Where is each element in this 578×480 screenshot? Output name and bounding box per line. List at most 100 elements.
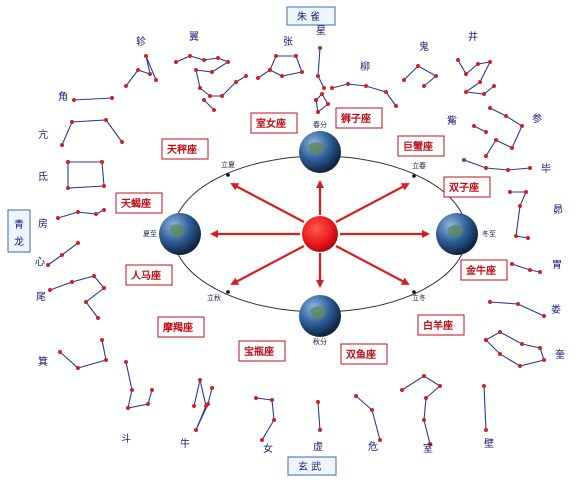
- star-kang-3: [120, 140, 124, 144]
- zodiac-juxie: 巨蟹座: [403, 140, 433, 153]
- earth-bottom: [299, 295, 341, 337]
- mansion-zhang: 张: [283, 36, 293, 48]
- star-kang-0: [60, 143, 64, 147]
- star-kui-4: [542, 358, 546, 362]
- constellation-yi: [175, 55, 247, 97]
- guardian-south: 朱 雀: [297, 11, 320, 23]
- earth-right: [436, 213, 478, 255]
- constellation-di: [67, 161, 105, 189]
- star-kui-7: [484, 338, 488, 342]
- star-lou-1: [516, 302, 520, 306]
- star-xu-0: [316, 400, 320, 404]
- star-jing-3: [488, 60, 492, 64]
- ray-southeast: [335, 245, 410, 285]
- zodiac-shuangyu: 双鱼座: [346, 348, 376, 361]
- constellation-jiao: [73, 97, 113, 101]
- star-shen-3: [510, 146, 514, 150]
- star-wei-4: [84, 300, 88, 304]
- constellation-kang: [61, 119, 123, 146]
- star-niu-3: [194, 428, 198, 432]
- star-zhen-0: [124, 84, 128, 88]
- constellation-xing: [317, 47, 325, 89]
- star-wei3-1: [528, 268, 532, 272]
- star-yi-3: [216, 56, 220, 60]
- mansion-kui: 奎: [555, 348, 565, 361]
- earth-top: [299, 131, 341, 173]
- star-zhang-3: [294, 54, 298, 58]
- star-xin-1: [60, 253, 64, 257]
- star-fang-2: [94, 212, 98, 216]
- star-mao-3: [514, 234, 518, 238]
- star-xin-2: [76, 241, 80, 245]
- star-yi2-0: [202, 98, 206, 102]
- mansion-bi: 壁: [484, 437, 494, 450]
- guardian-east-2: 龙: [14, 235, 24, 248]
- mansion-di: 氐: [38, 171, 48, 183]
- zodiac-tiancheng: 天秤座: [167, 143, 197, 156]
- star-shi-5: [428, 442, 432, 446]
- star-jing-5: [464, 90, 468, 94]
- ray-northwest: [230, 183, 305, 223]
- mansion-gui: 鬼: [419, 40, 429, 53]
- star-bi2-2: [506, 168, 510, 172]
- constellation-shi: [401, 375, 441, 445]
- star-mao-4: [526, 236, 530, 240]
- star-xing-1: [316, 74, 320, 78]
- star-wei2-2: [378, 438, 382, 442]
- guardian-north-box: [287, 456, 337, 476]
- star-nv-0: [254, 396, 258, 400]
- mansion-wei: 尾: [36, 291, 46, 303]
- constellation-dou: [125, 361, 153, 409]
- mansion-bi2: 毕: [541, 162, 551, 175]
- star-mao-0: [508, 190, 512, 194]
- star-xu-1: [318, 428, 322, 432]
- star-shen-4: [494, 138, 498, 142]
- guardian-east-box: [7, 209, 31, 253]
- star-zhang2-3: [316, 110, 320, 114]
- star-liu-1: [346, 82, 350, 86]
- mansion-jing: 井: [468, 30, 478, 43]
- mansion-niu: 牛: [180, 437, 190, 450]
- star-yi2-1: [212, 108, 216, 112]
- star-zhang-5: [280, 74, 284, 78]
- star-wei3-0: [510, 262, 514, 266]
- star-ji-1: [76, 366, 80, 370]
- star-jing-7: [492, 84, 496, 88]
- constellation-liu: [331, 83, 397, 107]
- star-bi2-3: [528, 166, 532, 170]
- ray-southwest: [230, 245, 305, 285]
- zodiac-boxes: [115, 107, 508, 365]
- star-yi-4: [226, 60, 230, 64]
- star-zi-0: [472, 124, 476, 128]
- star-bi-1: [484, 428, 488, 432]
- star-zhen-2: [148, 72, 152, 76]
- star-jiao-1: [110, 96, 114, 100]
- label-xiazhi: 夏至: [143, 230, 157, 238]
- mansion-zi: 觜: [447, 114, 457, 127]
- star-nv-1: [270, 398, 274, 402]
- zodiac-mojie: 摩羯座: [163, 321, 193, 334]
- star-dou-0: [124, 360, 128, 364]
- star-gui-1: [416, 64, 420, 68]
- mansion-wei3: 胃: [552, 259, 562, 271]
- star-dou-4: [150, 388, 154, 392]
- constellation-wei3: [511, 263, 541, 273]
- star-lou-0: [488, 300, 492, 304]
- constellation-bi: [483, 385, 487, 431]
- star-zhang-4: [300, 70, 304, 74]
- star-liu-2: [364, 84, 368, 88]
- constellation-jing: [457, 59, 495, 95]
- mansion-kang: 亢: [38, 128, 48, 141]
- star-fang-0: [56, 216, 60, 220]
- guardian-north: 玄 武: [298, 460, 321, 473]
- constellation-ji: [59, 339, 107, 369]
- mansion-zhen: 轸: [136, 35, 146, 48]
- star-shen-0: [488, 106, 492, 110]
- star-mao-2: [518, 204, 522, 208]
- star-bi2-1: [484, 166, 488, 170]
- star-xin-0: [46, 263, 50, 267]
- star-di-1: [66, 186, 70, 190]
- star-zhen-3: [144, 54, 148, 58]
